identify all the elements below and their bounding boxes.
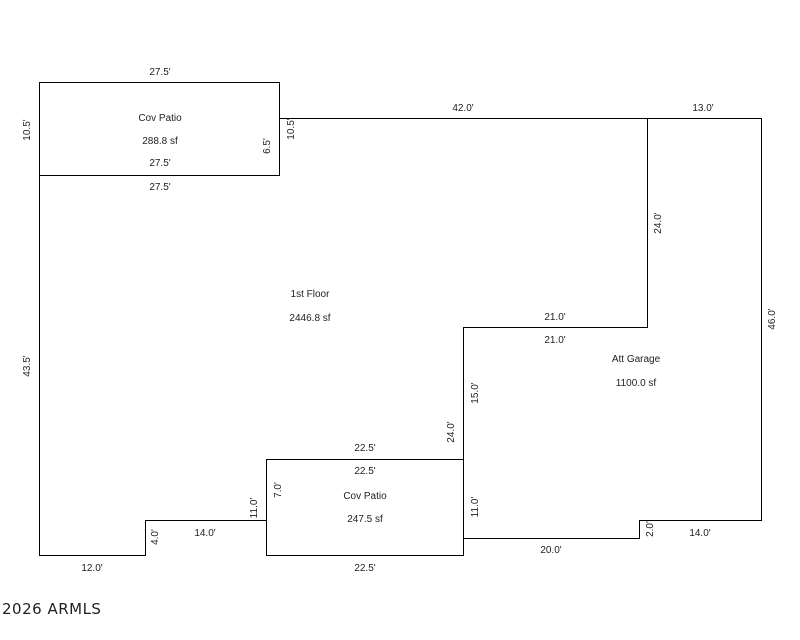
dim-label: 20.0' — [540, 545, 561, 556]
room-area-first-floor: 2446.8 sf — [289, 313, 330, 324]
dim-label: 27.5' — [149, 182, 170, 193]
dim-label: 22.5' — [354, 443, 375, 454]
dim-label: 14.0' — [194, 528, 215, 539]
dim-label: 13.0' — [692, 103, 713, 114]
cov-patio-top-outline — [39, 82, 280, 176]
garage-interior-wall — [463, 118, 648, 460]
dim-label: 6.5' — [262, 138, 273, 154]
dim-label: 22.5' — [354, 563, 375, 574]
dim-label: 7.0' — [273, 482, 284, 498]
room-area-garage: 1100.0 sf — [616, 378, 657, 389]
dim-label: 10.5' — [286, 118, 297, 139]
dim-label: 24.0' — [653, 212, 664, 233]
dim-label: 46.0' — [767, 308, 778, 329]
dim-label: 4.0' — [150, 529, 161, 545]
dim-label: 12.0' — [81, 563, 102, 574]
dim-label: 27.5' — [149, 158, 170, 169]
dim-label: 2.0' — [645, 521, 656, 537]
room-area-patio-bottom: 247.5 sf — [347, 514, 383, 525]
dim-label: 10.5' — [22, 119, 33, 140]
dim-label: 21.0' — [544, 335, 565, 346]
dim-label: 24.0' — [446, 421, 457, 442]
room-label-patio-bottom: Cov Patio — [343, 491, 387, 502]
main-floor-outline — [39, 118, 762, 556]
room-label-patio-top: Cov Patio — [138, 113, 182, 124]
dim-label: 21.0' — [544, 312, 565, 323]
dim-label: 22.5' — [354, 466, 375, 477]
room-label-first-floor: 1st Floor — [291, 289, 331, 300]
dim-label: 11.0' — [249, 498, 260, 519]
dim-label: 42.0' — [452, 103, 473, 114]
dim-label: 11.0' — [470, 497, 481, 518]
room-label-garage: Att Garage — [612, 354, 661, 365]
dim-label: 14.0' — [689, 528, 710, 539]
dim-label: 43.5' — [22, 355, 33, 376]
cov-patio-bottom-outline — [266, 520, 464, 556]
dim-label: 15.0' — [470, 382, 481, 403]
room-area-patio-top: 288.8 sf — [142, 136, 178, 147]
dim-label: 27.5' — [149, 67, 170, 78]
copyright-notice: 2026 ARMLS — [2, 600, 102, 618]
